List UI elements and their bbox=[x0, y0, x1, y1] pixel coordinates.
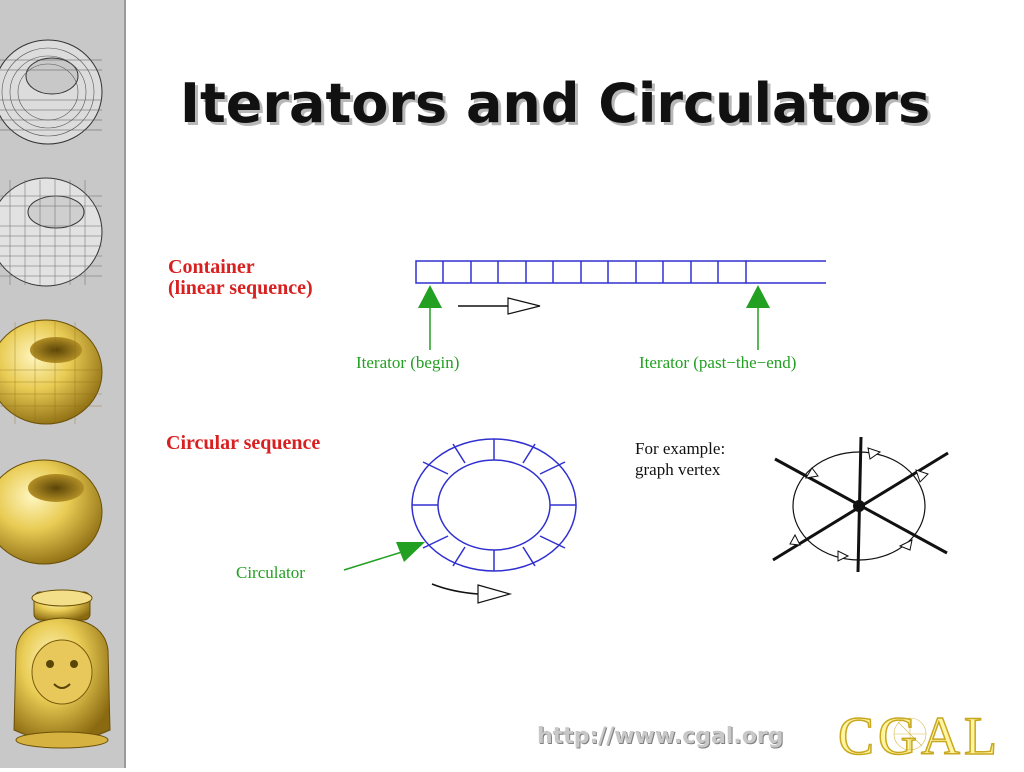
cgal-logo-text: CGAL bbox=[838, 708, 1001, 758]
linear-sequence-boxes bbox=[415, 260, 826, 284]
circular-sequence-ring bbox=[411, 438, 577, 572]
iterator-end-arrow bbox=[746, 285, 770, 350]
example-label-line1: For example: bbox=[635, 439, 725, 458]
footer-url: http://www.cgal.org bbox=[537, 724, 784, 749]
iterator-begin-label: Iterator (begin) bbox=[356, 353, 459, 372]
container-sublabel: (linear sequence) bbox=[168, 277, 313, 299]
circulator-arrow bbox=[343, 542, 425, 571]
iterator-end-label: Iterator (past−the−end) bbox=[639, 353, 796, 372]
torus-gold-icon bbox=[0, 459, 103, 565]
slide-title: Iterators and Circulators bbox=[179, 72, 931, 135]
curved-direction-arrow-icon bbox=[431, 583, 513, 604]
container-label: Container bbox=[168, 256, 255, 278]
torus-wireframe-icon bbox=[0, 177, 103, 287]
graph-vertex-diagram bbox=[772, 436, 949, 573]
torus-gold-mesh-icon bbox=[0, 319, 103, 425]
sidebar-art bbox=[0, 39, 111, 749]
sidebar bbox=[0, 0, 126, 768]
torus-wireframe-icon bbox=[0, 39, 103, 145]
cgal-logo: CGAL bbox=[838, 708, 1001, 758]
circular-sequence-label: Circular sequence bbox=[166, 432, 320, 454]
iterator-begin-arrow bbox=[418, 285, 442, 350]
circulator-label: Circulator bbox=[236, 563, 305, 582]
direction-arrow-icon bbox=[458, 297, 541, 315]
lion-sculpture-icon bbox=[13, 589, 111, 749]
example-label-line2: graph vertex bbox=[635, 460, 721, 479]
